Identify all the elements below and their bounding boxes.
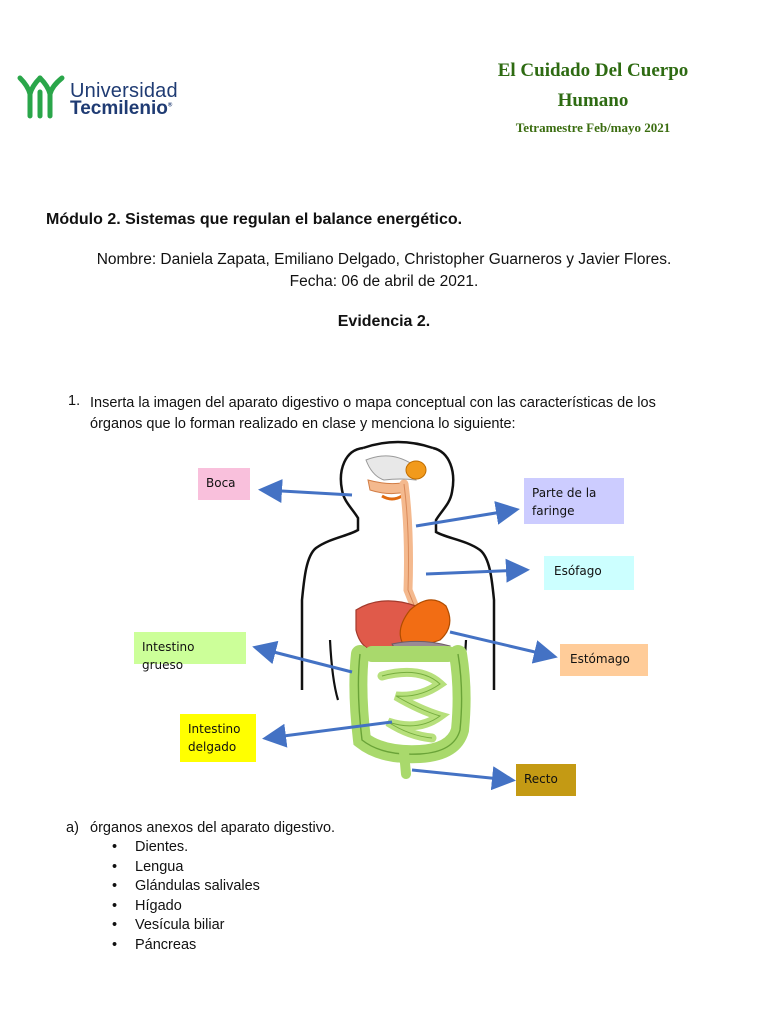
arrow-intestino-grueso <box>252 640 353 674</box>
label-intestino-grueso: Intestino grueso <box>134 632 246 672</box>
arrow-recto <box>411 766 516 791</box>
subsection-title: órganos anexos del aparato digestivo. <box>90 820 336 836</box>
arrow-intestino-delgado <box>262 720 393 748</box>
list-item: Dientes. <box>112 838 260 858</box>
arrow-estomago <box>449 630 558 664</box>
logo-tecmilenio-text: Tecmilenio® <box>70 98 173 119</box>
label-intestino-delgado: Intestino delgado <box>180 714 256 762</box>
digestive-system-diagram: Boca Parte de la faringe Esófago Intesti… <box>120 440 680 820</box>
question-text: Inserta la imagen del aparato digestivo … <box>90 395 656 432</box>
university-logo-icon <box>17 75 65 119</box>
subsection-letter: a) <box>66 820 79 836</box>
date-line: Fecha: 06 de abril de 2021. <box>289 273 479 290</box>
list-item: Lengua <box>112 858 260 878</box>
arrow-faringe <box>415 501 520 528</box>
arrow-esofago <box>425 558 530 583</box>
arrow-boca <box>258 479 353 504</box>
organs-list: Dientes. Lengua Glándulas salivales Híga… <box>112 838 260 955</box>
label-estomago: Estómago <box>560 644 648 676</box>
label-faringe: Parte de la faringe <box>524 478 624 524</box>
course-title-line2: Humano <box>557 90 629 111</box>
body-illustration <box>252 440 558 791</box>
label-esofago: Esófago <box>544 556 634 590</box>
list-item: Páncreas <box>112 936 260 956</box>
evidence-title: Evidencia 2. <box>337 313 431 330</box>
logo-university-text: Universidad <box>70 80 178 102</box>
list-item: Glándulas salivales <box>112 877 260 897</box>
label-recto: Recto <box>516 764 576 796</box>
question-number: 1. <box>68 393 81 409</box>
course-term: Tetramestre Feb/mayo 2021 <box>515 120 671 135</box>
list-item: Hígado <box>112 897 260 917</box>
module-title: Módulo 2. Sistemas que regulan el balanc… <box>46 211 463 228</box>
course-title-line1: El Cuidado Del Cuerpo <box>497 60 689 81</box>
student-names: Nombre: Daniela Zapata, Emiliano Delgado… <box>96 251 672 268</box>
label-boca: Boca <box>198 468 250 500</box>
list-item: Vesícula biliar <box>112 916 260 936</box>
